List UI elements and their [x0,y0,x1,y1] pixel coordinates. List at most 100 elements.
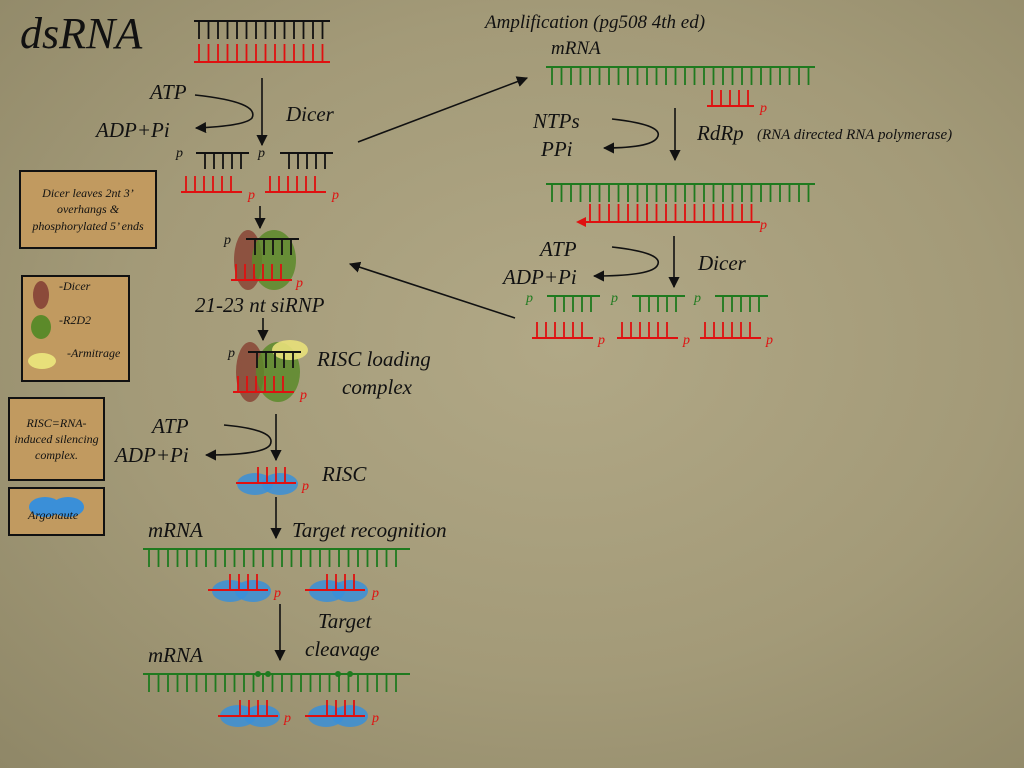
diced-sense-left [196,152,249,169]
target-recognition-label: Target recognition [292,518,447,542]
phosphate-label: p [301,479,309,494]
dicer-note-text: Dicer leaves 2nt 3’ overhangs & phosphor… [32,186,144,233]
target-cleavage-label-line1: Target [318,609,372,633]
amp-sirna-3-sense [715,295,768,312]
target-mrna [143,548,410,567]
phosphate-label: p [682,333,690,348]
arrow-ntps-to-ppi [602,118,660,154]
phosphate-label: p [331,188,339,203]
synthesis-direction-arrowhead [576,217,586,227]
legend-armitrage-label: -Armitrage [67,346,121,360]
cleavage-site [265,671,271,677]
guide-left-cleaved [218,700,278,717]
guide-left [208,574,268,591]
cleavage-site [255,671,261,677]
phosphate-label: p [257,146,265,161]
ppi-label: PPi [540,137,573,161]
mrna-label-1: mRNA [148,518,203,542]
risc-guide [236,467,296,484]
dicer-note-box: Dicer leaves 2nt 3’ overhangs & phosphor… [19,170,157,249]
amp-mrna-template [546,183,815,202]
diced-antisense-left [181,176,242,193]
legend-armitrage-swatch [28,353,56,369]
phosphate-label: p [247,188,255,203]
argonaute-swatch-right [52,497,84,517]
amplification-labels: Amplification (pg508 4th ed) mRNA NTPs P… [483,12,952,289]
amp-atp-label: ATP [538,237,577,261]
amp-primer [707,90,754,107]
adp-label-2: ADP+Pi [113,443,189,467]
amp-adp-label: ADP+Pi [501,265,577,289]
phosphate-label: p [175,146,183,161]
amp-sirna-1-sense [547,295,600,312]
cleavage-site [335,671,341,677]
atp-label: ATP [148,80,187,104]
cleavage-site [347,671,353,677]
risc-loading-label-line1: RISC loading [316,347,431,371]
amp-new-strand [579,204,760,223]
pathway-labels: ATP ADP+Pi Dicer 21-23 nt siRNP RISC loa… [94,80,447,667]
slide-title: dsRNA [20,9,143,58]
legend-r2d2-swatch [31,315,51,339]
guide-right [305,574,365,591]
argonaute-swatch [29,497,84,517]
arrow-to-amplification [357,76,529,143]
phosphate-label: p [223,233,231,248]
amp-sirna-3-antisense [700,322,761,339]
amp-sirna-2-sense [632,295,685,312]
atp-label-2: ATP [150,414,189,438]
cleaved-mrna [143,673,410,692]
phosphate-label: p [759,218,767,233]
diced-antisense-right [265,176,326,193]
sirnp-label: 21-23 nt siRNP [195,293,325,317]
phosphate-label: p [371,586,379,601]
arrow-atp-to-adp-1 [194,94,254,134]
legend-r2d2-label: -R2D2 [59,313,91,327]
phosphate-label: p [525,291,533,306]
phosphate-label: p [295,276,303,291]
phosphate-label: p [693,291,701,306]
amplification-heading: Amplification (pg508 4th ed) [483,12,705,33]
risc-definition-text: RISC=RNA-induced silencing complex. [14,415,99,463]
dsrna-antisense-strand [194,44,330,63]
phosphate-label: p [227,346,235,361]
dicer-label: Dicer [285,102,335,126]
phosphate-label: p [759,101,767,116]
sirnp-antisense [231,264,292,281]
argonaute-legend-box: Argonaute [8,487,105,536]
legend-swatches [28,281,56,369]
phosphate-label: p [299,388,307,403]
ntps-label: NTPs [532,109,580,133]
target-cleavage-label-line2: cleavage [305,637,380,661]
arrow-back-to-sirnp [348,261,516,319]
argonaute-swatch-left [29,497,61,517]
legend-dicer-label: -Dicer [59,279,91,293]
legend-box: -Dicer -R2D2 -Armitrage [21,275,130,382]
risc-loading-sense [248,351,301,368]
amp-mrna-label: mRNA [551,38,601,59]
amp-sirna-1-antisense [532,322,593,339]
sirnp-sense [246,238,299,255]
risc-definition-box: RISC=RNA-induced silencing complex. [8,397,105,481]
rdrp-note: (RNA directed RNA polymerase) [757,127,952,143]
dsrna-sense-strand [194,20,330,39]
adp-label: ADP+Pi [94,118,170,142]
risc-label: RISC [321,462,367,486]
phosphate-label: p [283,711,291,726]
phosphate-label: p [597,333,605,348]
strands-layer [143,20,815,692]
strands-top-layer [208,238,365,717]
mrna-label-2: mRNA [148,643,203,667]
guide-right-cleaved [305,700,365,717]
phosphate-label: p [371,711,379,726]
armitrage-blob [272,340,308,360]
rdrp-label: RdRp [696,121,744,145]
risc-loading-antisense [233,376,294,393]
diced-sense-right [280,152,333,169]
phosphate-label: p [273,586,281,601]
arrow-atp-to-adp-amp [592,246,660,282]
phosphate-label: p [765,333,773,348]
